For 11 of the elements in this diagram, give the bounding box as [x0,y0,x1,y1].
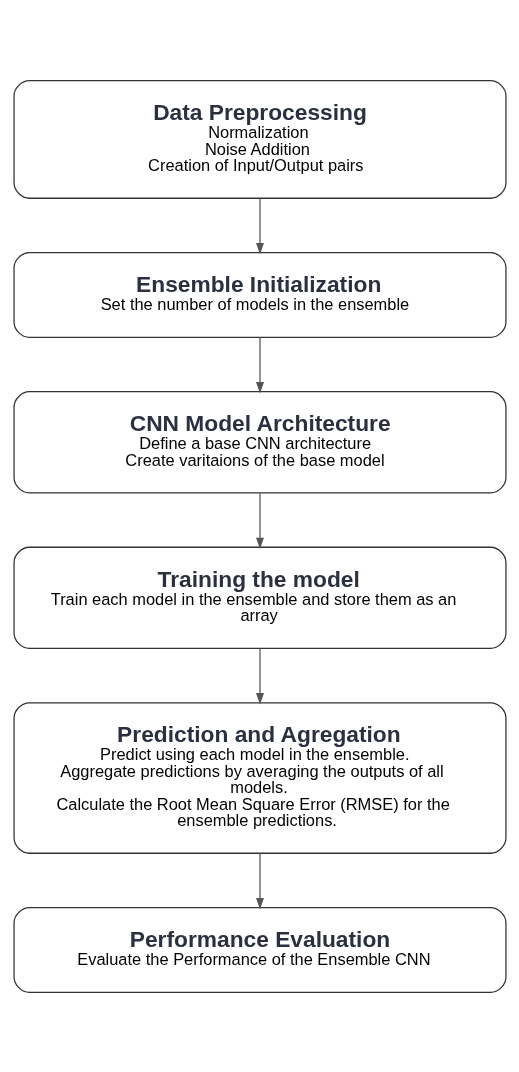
node-box: Ensemble Initialization Set the number of models in the ensemble [12,251,507,338]
node-box: Prediction and Agregation Predict using each model in the ensemble. Aggregate predictions by averaging the outputs of all models. Calculate the Root Mean Square Error (RMSE) for the ensemble predictions. [12,701,507,854]
node-box: Training the model Train each model in the ensemble and store them as an array [12,546,507,649]
arrow [255,852,264,909]
arrow [255,197,264,254]
arrow [255,336,264,393]
node-box: Performance Evaluation Evaluate the Performance of the Ensemble CNN [12,906,507,993]
node-box: CNN Model Architecture Define a base CNN architecture Create varitaions of the base model [12,390,507,493]
arrow [255,492,264,549]
node-box: Data Preprocessing Normalization Noise Addition Creation of Input/Output pairs [12,79,507,199]
arrow [255,647,264,704]
